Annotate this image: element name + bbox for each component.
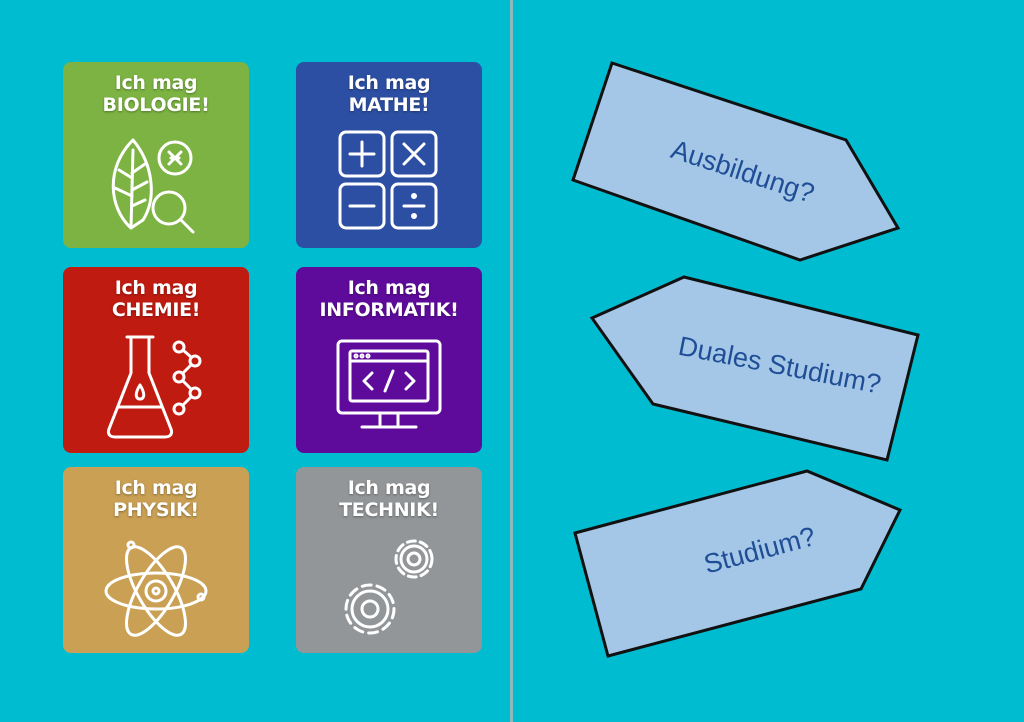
sign-shape [571, 61, 901, 262]
sign-duales-studium[interactable]: Duales Studium? [589, 275, 920, 462]
tile-line2: MATHE! [348, 94, 430, 116]
tile-mathe[interactable]: Ich mag MATHE! [296, 62, 482, 248]
tile-line1: Ich mag [114, 477, 198, 499]
leaf-magnifier-icon [111, 138, 195, 234]
tile-line2: PHYSIK! [113, 499, 199, 521]
tile-technik[interactable]: Ich mag TECHNIK! [296, 467, 482, 653]
tile-line2: INFORMATIK! [319, 299, 459, 321]
tile-line1: Ich mag [347, 72, 431, 94]
sign-shape [589, 275, 920, 462]
tile-line1: Ich mag [347, 477, 431, 499]
tile-line1: Ich mag [347, 277, 431, 299]
tile-chemie[interactable]: Ich mag CHEMIE! [63, 267, 249, 453]
flask-molecule-icon [107, 335, 202, 439]
computer-code-icon [336, 339, 442, 429]
tile-informatik[interactable]: Ich mag INFORMATIK! [296, 267, 482, 453]
tile-biologie[interactable]: Ich mag BIOLOGIE! [63, 62, 249, 248]
tile-line2: BIOLOGIE! [102, 94, 210, 116]
sign-shape [573, 469, 903, 658]
tile-line1: Ich mag [114, 277, 198, 299]
calculator-icon [338, 130, 438, 230]
page-divider [510, 0, 513, 722]
gears-icon [344, 539, 434, 635]
tile-physik[interactable]: Ich mag PHYSIK! [63, 467, 249, 653]
tile-line2: CHEMIE! [111, 299, 201, 321]
sign-ausbildung[interactable]: Ausbildung? [571, 61, 901, 262]
tile-line1: Ich mag [114, 72, 198, 94]
sign-studium[interactable]: Studium? [573, 469, 903, 658]
atom-icon [104, 540, 208, 637]
tile-line2: TECHNIK! [339, 499, 439, 521]
